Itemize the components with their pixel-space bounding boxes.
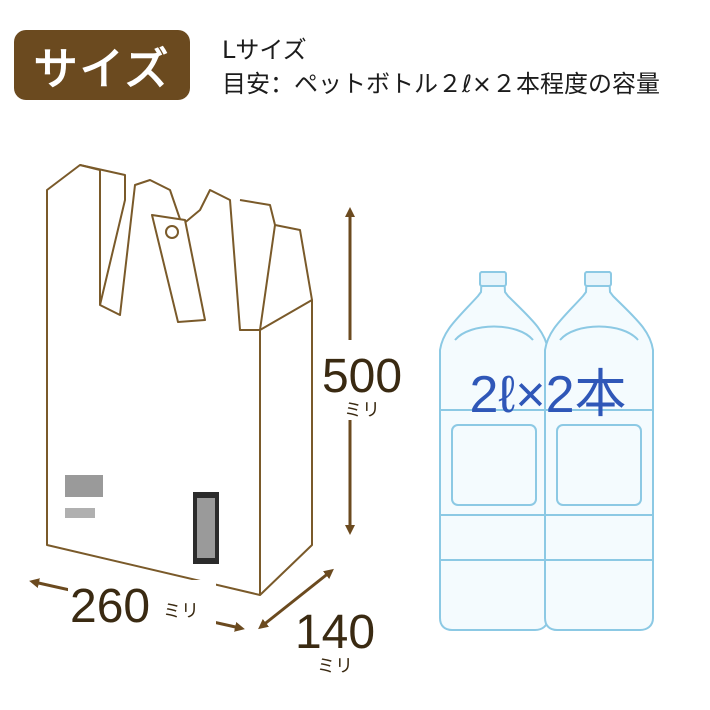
bag-front-face: [46, 164, 261, 596]
pet-bottle-1: [439, 271, 549, 631]
height-unit: ミリ: [344, 400, 380, 420]
capacity-guideline: 目安：ペットボトル２ℓ×２本程度の容量: [222, 70, 661, 98]
bag-print-tag: [193, 492, 219, 564]
bag-inner-handle: [151, 214, 206, 323]
bag-left-handle: [79, 164, 126, 306]
bottle-capacity-label: 2ℓ×2本: [469, 366, 626, 424]
bag-handle-hole: [165, 225, 179, 239]
size-badge: サイズ: [14, 30, 190, 100]
bag-right-handle: [239, 199, 276, 331]
depth-arrow: [258, 568, 334, 630]
width-value: 260: [70, 580, 150, 633]
depth-unit: ミリ: [317, 656, 353, 676]
height-value: 500: [322, 350, 402, 403]
pet-bottle-2: [544, 271, 654, 631]
bag-side-gusset: [259, 299, 313, 596]
size-name: Lサイズ: [222, 36, 307, 64]
depth-value: 140: [295, 606, 375, 659]
width-unit: ミリ: [163, 601, 199, 621]
shopping-bag: [46, 164, 313, 596]
bag-print-label: [65, 475, 103, 518]
